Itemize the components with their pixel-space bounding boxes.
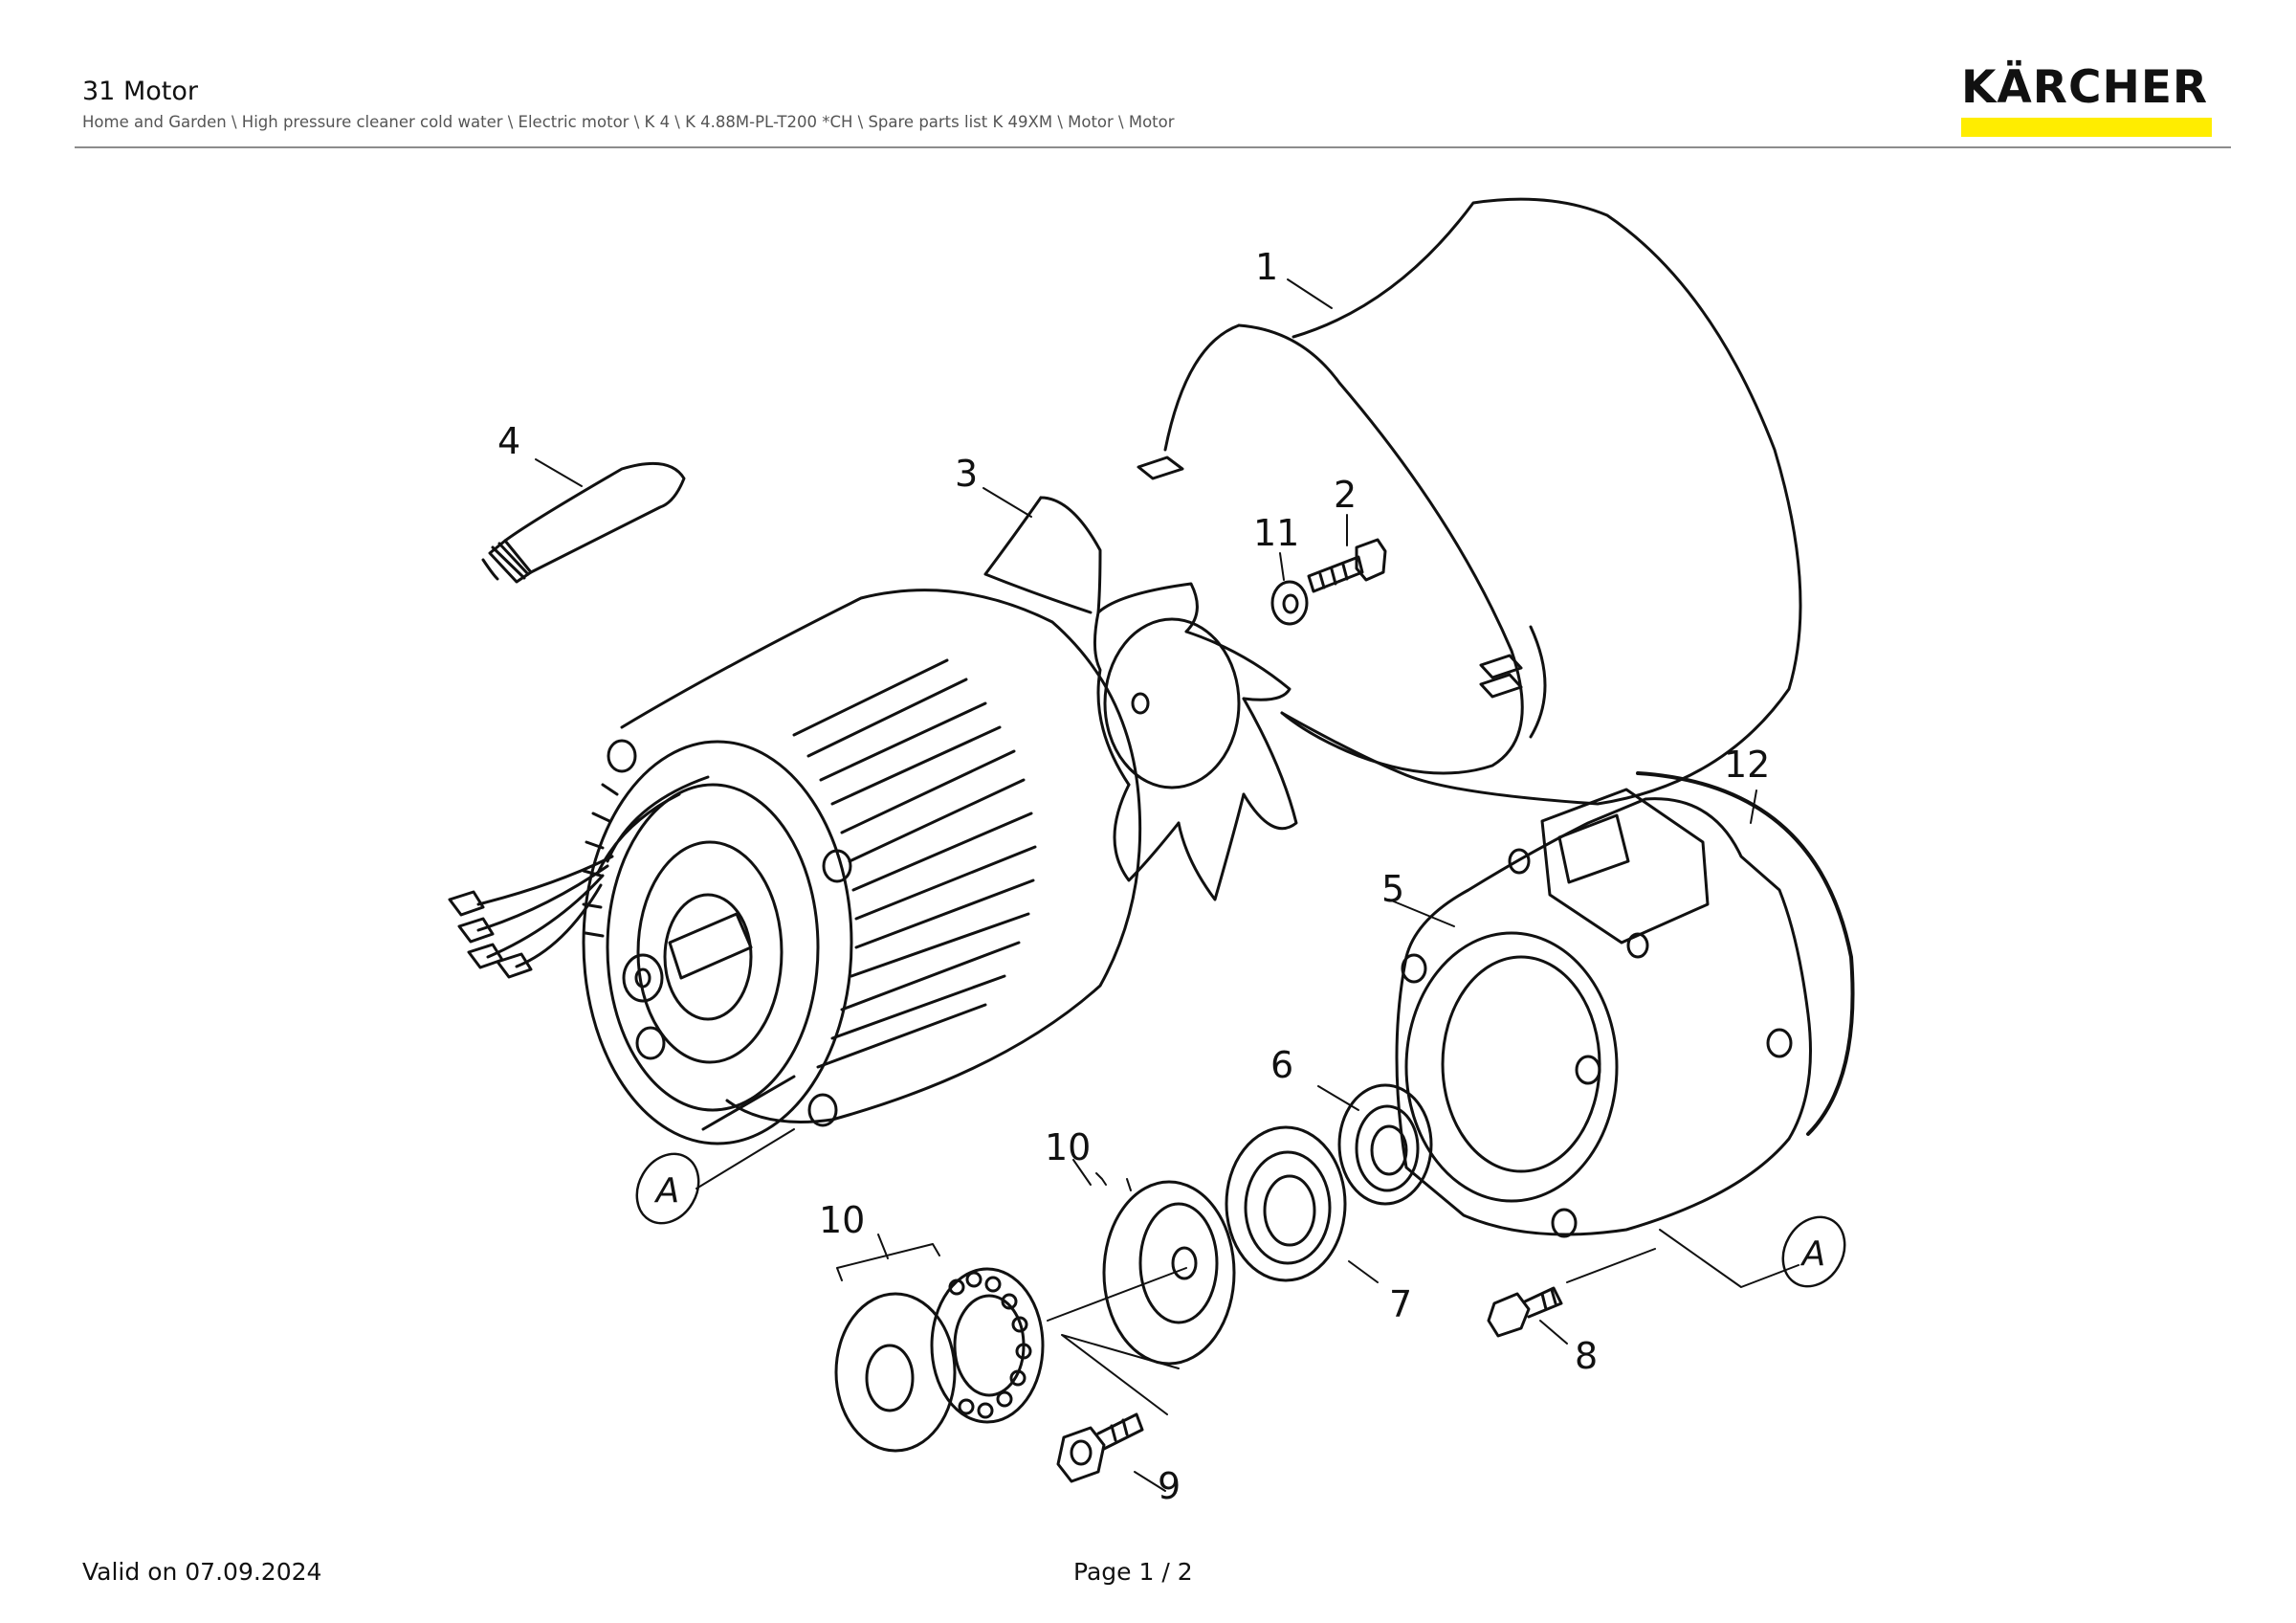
reference-a-left-label: A [654, 1171, 680, 1211]
part-6-shaft-seal [1337, 1083, 1433, 1206]
callout-3: 3 [955, 453, 978, 495]
motor-stator-assembly [448, 589, 1142, 1145]
part-10-bearing-cap [1102, 1180, 1236, 1366]
breadcrumb: Home and Garden \ High pressure cleaner … [82, 113, 1175, 131]
reference-a-right-label: A [1800, 1234, 1826, 1274]
callout-5: 5 [1381, 868, 1404, 910]
part-3-fan [983, 496, 1298, 901]
page-title: 31 Motor [82, 77, 198, 106]
callout-labels: 1 2 3 4 5 6 7 8 9 10 10 11 12 [497, 246, 1770, 1507]
header-divider [75, 146, 2231, 148]
callout-2: 2 [1334, 474, 1357, 516]
callout-10-lower: 10 [819, 1199, 865, 1241]
callout-4: 4 [497, 420, 520, 462]
part-8-screw [1487, 1286, 1563, 1338]
callout-1: 1 [1255, 246, 1278, 288]
part-2-bolt [1307, 538, 1387, 593]
callout-9: 9 [1158, 1465, 1181, 1507]
callout-12: 12 [1724, 744, 1770, 786]
callout-8: 8 [1575, 1335, 1598, 1377]
page-indicator: Page 1 / 2 [1073, 1558, 1193, 1586]
part-1-motor-housing [1137, 197, 1802, 806]
part-9-flange-screw [1056, 1412, 1144, 1483]
part-12-sealing-ring [1636, 771, 1855, 1136]
callout-11: 11 [1253, 512, 1299, 554]
callout-leader-lines [535, 278, 1799, 1492]
part-10-thrust-bearing [834, 1267, 1045, 1453]
validity-date: Valid on 07.09.2024 [82, 1558, 322, 1586]
callout-10-upper: 10 [1045, 1126, 1091, 1168]
brand-logo-text: KÄRCHER [1961, 61, 2209, 114]
callout-7: 7 [1389, 1283, 1412, 1325]
brand-logo-yellow-bar [1961, 118, 2212, 137]
brand-logo: KÄRCHER [1961, 65, 2214, 137]
reference-marker-a-left: A [635, 1152, 700, 1225]
reference-marker-a-right: A [1781, 1215, 1846, 1288]
part-11-washer [1270, 580, 1309, 626]
callout-6: 6 [1270, 1044, 1293, 1086]
part-4-grease-tube [481, 461, 686, 584]
part-5-flange-housing [1395, 788, 1812, 1238]
part-7-ball-bearing [1225, 1125, 1347, 1282]
